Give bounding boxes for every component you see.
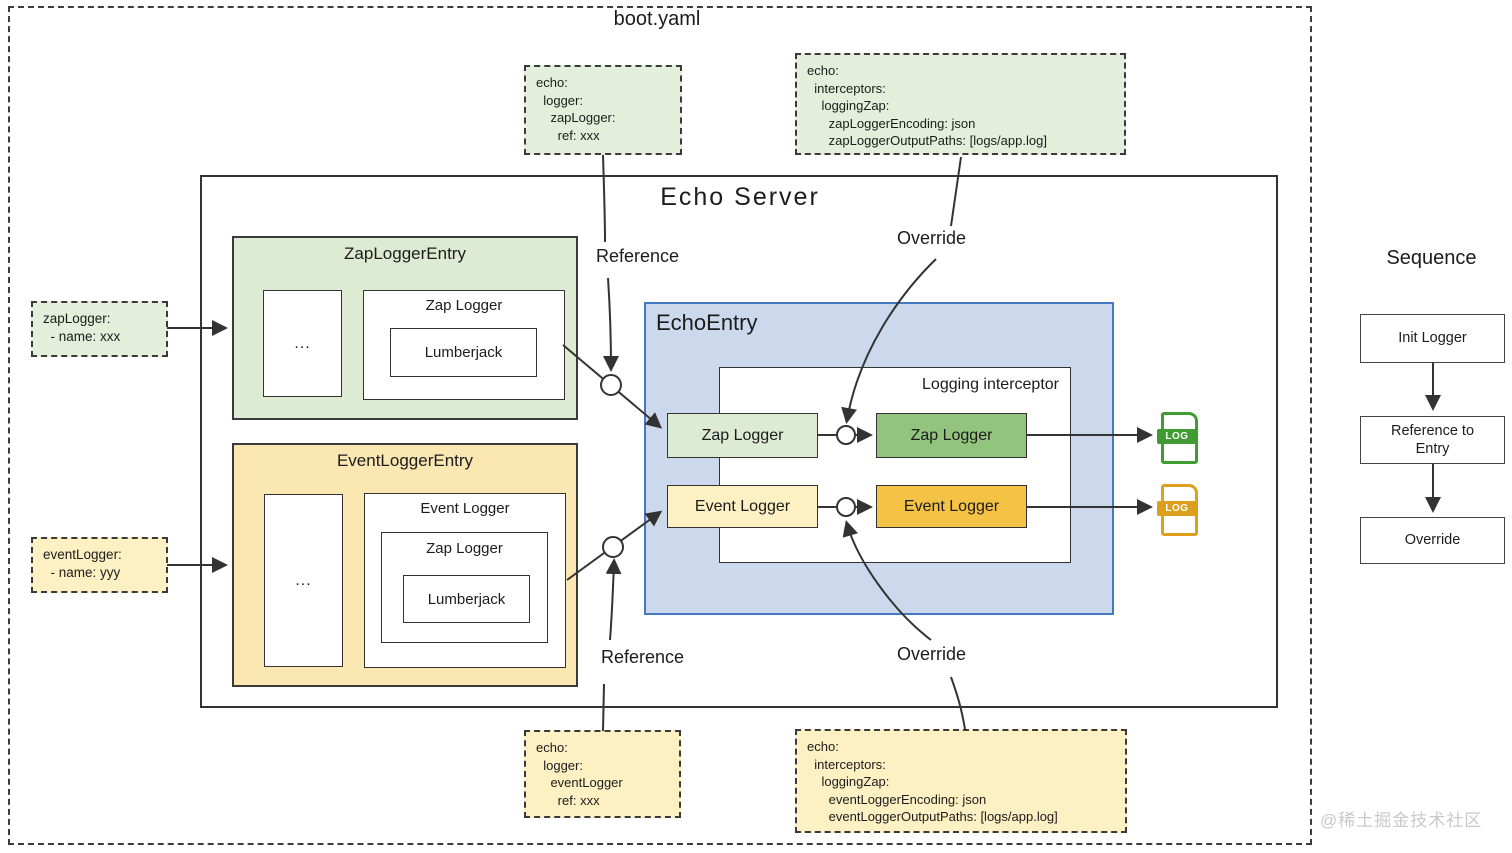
yaml-event-logger-ref-snippet: echo: logger: eventLogger ref: xxx <box>524 730 681 818</box>
reference-label-bottom: Reference <box>601 647 685 667</box>
sequence-step-reference-to-entry: Reference to Entry <box>1360 416 1505 464</box>
interceptor-zap-logger: Zap Logger <box>876 413 1027 458</box>
log-file-icon-orange: LOG <box>1157 484 1198 536</box>
log-file-icon-green: LOG <box>1157 412 1198 464</box>
event-entry-ellipsis-box: ... <box>264 494 343 667</box>
override-label-top: Override <box>897 228 967 248</box>
event-logger-name-snippet: eventLogger: - name: yyy <box>31 537 168 593</box>
sequence-title: Sequence <box>1386 247 1477 269</box>
zap-logger-entry-title: ZapLoggerEntry <box>344 244 466 263</box>
zap-logger-name-snippet: zapLogger: - name: xxx <box>31 301 168 357</box>
override-label-bottom: Override <box>897 644 967 664</box>
log-file-label: LOG <box>1165 431 1189 442</box>
echo-entry-zap-logger-ref: Zap Logger <box>667 413 818 458</box>
boot-yaml-container <box>8 6 1312 845</box>
sequence-step-override: Override <box>1360 517 1505 564</box>
logging-interceptor-title: Logging interceptor <box>922 376 1059 393</box>
echo-server-title: Echo Server <box>660 183 820 211</box>
reference-label-top: Reference <box>596 246 680 266</box>
sequence-step-init-logger: Init Logger <box>1360 314 1505 363</box>
event-entry-lumberjack-box: Lumberjack <box>403 575 530 623</box>
event-entry-event-logger-label: Event Logger <box>420 500 510 517</box>
echo-entry-title: EchoEntry <box>656 310 758 335</box>
event-logger-entry-title: EventLoggerEntry <box>336 451 474 470</box>
interceptor-event-logger: Event Logger <box>876 485 1027 528</box>
watermark: @稀土掘金技术社区 <box>1320 811 1483 830</box>
log-file-band: LOG <box>1157 429 1197 444</box>
zap-entry-ellipsis-box: ... <box>263 290 342 397</box>
yaml-zap-logger-ref-snippet: echo: logger: zapLogger: ref: xxx <box>524 65 682 155</box>
event-entry-zap-logger-label: Zap Logger <box>426 540 503 557</box>
zap-entry-zap-logger-label: Zap Logger <box>425 297 503 314</box>
log-file-band: LOG <box>1157 501 1197 516</box>
boot-yaml-title: boot.yaml <box>613 8 701 30</box>
yaml-event-interceptor-snippet: echo: interceptors: loggingZap: eventLog… <box>795 729 1127 833</box>
logging-interceptor-box <box>719 367 1071 563</box>
yaml-zap-interceptor-snippet: echo: interceptors: loggingZap: zapLogge… <box>795 53 1126 155</box>
echo-entry-event-logger-ref: Event Logger <box>667 485 818 528</box>
log-file-label: LOG <box>1165 503 1189 514</box>
zap-entry-lumberjack-box: Lumberjack <box>390 328 537 377</box>
